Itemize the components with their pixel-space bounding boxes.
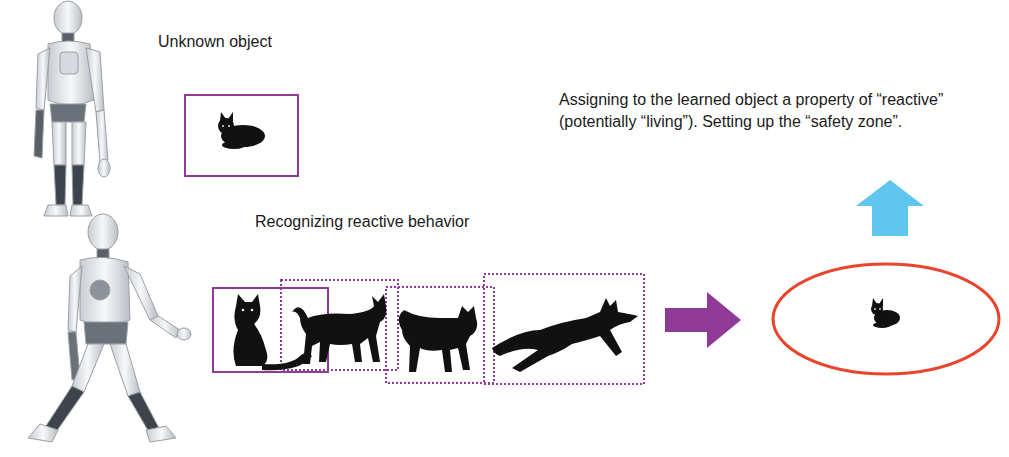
safety-zone	[773, 264, 999, 374]
robot-standing	[34, 1, 110, 216]
object-box	[185, 95, 298, 176]
label-text: Recognizing reactive behavior	[255, 211, 469, 233]
up-arrow	[856, 180, 924, 236]
cat-leaping	[492, 298, 638, 372]
label-text: Assigning to the learned object a proper…	[559, 89, 1004, 132]
robot-walking	[28, 214, 191, 442]
process-arrow	[665, 292, 741, 348]
cat-lying	[871, 298, 900, 328]
frame-box	[386, 287, 494, 383]
frame-box	[281, 280, 398, 370]
cat-lying	[218, 112, 265, 149]
cat-walking	[399, 306, 477, 372]
cat-sitting	[233, 294, 312, 370]
cat-walking	[292, 294, 386, 364]
frame-box	[484, 274, 644, 384]
label-text: Unknown object	[158, 31, 272, 53]
